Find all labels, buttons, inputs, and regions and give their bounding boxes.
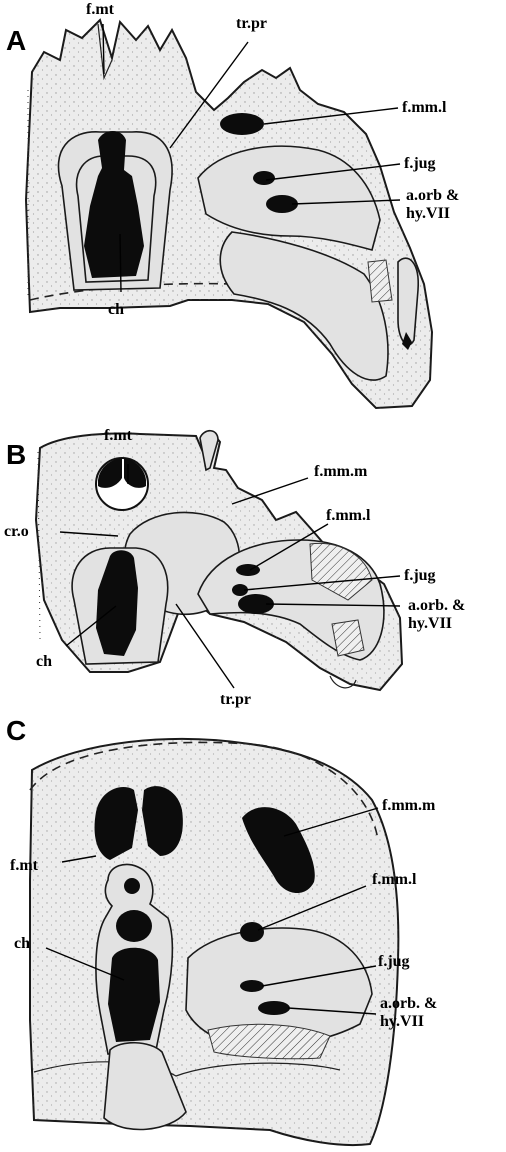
panel-b: B f.mt f.mm. [4,427,465,708]
panel-a-letter: A [6,25,26,56]
panel-b-label-ch: ch [36,653,52,670]
panel-b-label-f-mm-l: f.mm.l [326,507,371,524]
panel-b-label-a-orb-1: a.orb. & [408,597,465,614]
panel-c-label-a-orb-1: a.orb. & [380,995,437,1012]
panel-c-f-mm-l-foramen [240,922,264,942]
panel-a: A f.mt tr.pr f.mm.l f.jug [6,1,459,408]
panel-c-upper-chamber [116,910,152,942]
panel-c-label-f-jug: f.jug [378,953,410,970]
panel-c-a-orb-foramen [258,1001,290,1015]
panel-c-label-f-mm-m: f.mm.m [382,797,436,814]
panel-c-label-a-orb-2: hy.VII [380,1013,424,1030]
panel-a-f-mm-l-foramen [220,113,264,135]
panel-a-label-f-mm-l: f.mm.l [402,99,447,116]
panel-a-label-ch: ch [108,301,124,318]
panel-b-label-f-mm-m: f.mm.m [314,463,368,480]
panel-c-small-pore [124,878,140,894]
panel-a-label-a-orb-2: hy.VII [406,205,450,222]
panel-a-lead-ch [120,234,121,292]
panel-a-label-a-orb-1: a.orb & [406,187,459,204]
panel-c-f-jug-foramen [240,980,264,992]
panel-c-choana-hole [108,948,160,1042]
panel-b-label-tr-pr: tr.pr [220,691,251,708]
panel-b-hatch-2 [332,620,364,656]
panel-c-label-ch: ch [14,935,30,952]
panel-c-label-f-mm-l: f.mm.l [372,871,417,888]
panel-a-f-jug-foramen [253,171,275,185]
panel-a-label-f-mt: f.mt [86,1,115,18]
panel-b-label-cr-o: cr.o [4,523,29,540]
panel-b-label-f-mt: f.mt [104,427,133,444]
panel-a-label-f-jug: f.jug [404,155,436,172]
panel-b-letter: B [6,439,26,470]
panel-a-label-tr-pr: tr.pr [236,15,267,32]
panel-c-label-f-mt: f.mt [10,857,39,874]
panel-a-lead-f-mt [103,24,104,74]
panel-b-label-f-jug: f.jug [404,567,436,584]
panel-a-lateral-bar [398,258,418,345]
panel-c: C f.mm.m [6,715,437,1145]
panel-b-label-a-orb-2: hy.VII [408,615,452,632]
panel-c-letter: C [6,715,26,746]
